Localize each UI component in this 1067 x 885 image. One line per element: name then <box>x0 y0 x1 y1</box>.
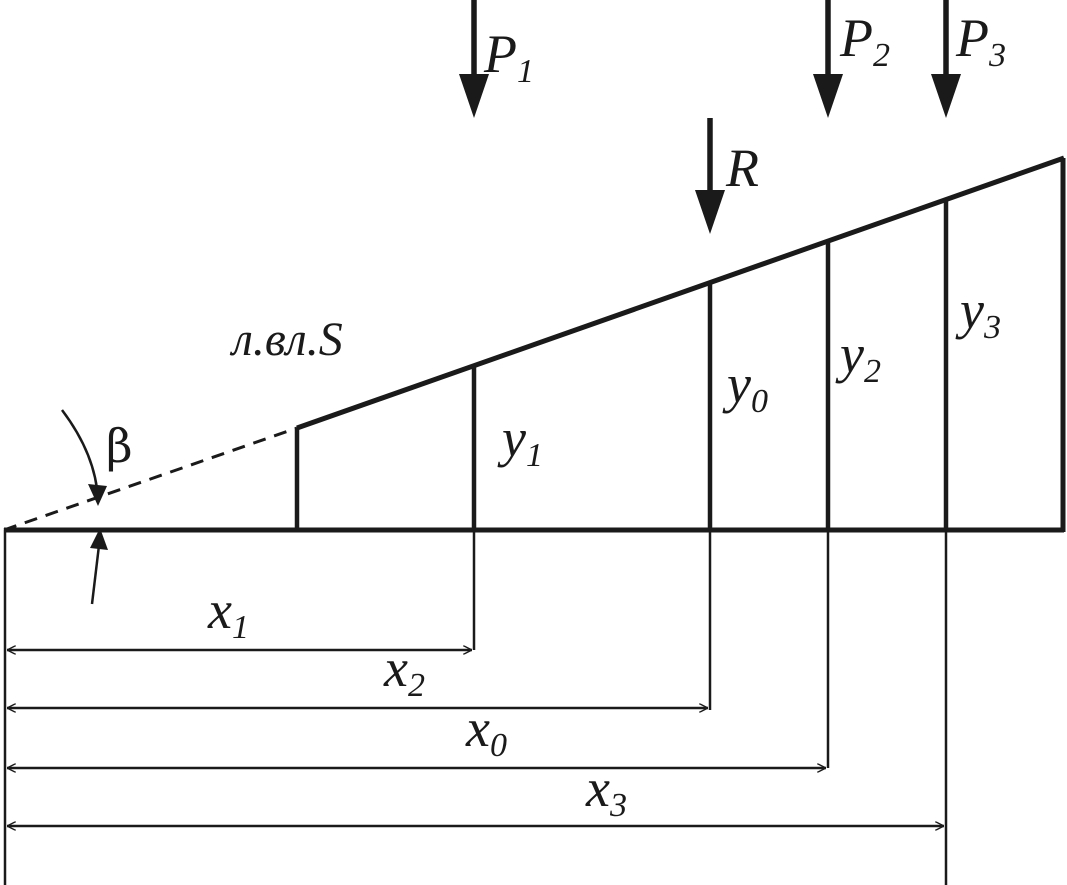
angle-arrow-bottom <box>90 528 108 550</box>
force-label-r: R <box>725 138 759 198</box>
force-label-p2: P2 <box>839 8 890 74</box>
ordinate-label-y3: y3 <box>955 280 1001 346</box>
force-arrow-p2 <box>813 0 843 118</box>
influence-line-solid <box>296 155 1065 431</box>
angle-arrow-top <box>88 484 107 506</box>
ordinate-label-y0: y0 <box>722 354 768 420</box>
force-label-p1: P1 <box>483 24 534 90</box>
force-label-p3: P3 <box>955 8 1006 74</box>
distance-label-x3: x3 <box>585 758 627 824</box>
influence-line-dashed <box>3 426 298 532</box>
force-arrow-r <box>695 118 725 234</box>
ordinate-label-y1: y1 <box>497 408 543 474</box>
distance-label-x1: x1 <box>207 580 249 646</box>
angle-label: β <box>106 419 133 473</box>
influence-line-label: л.вл.S <box>229 313 343 366</box>
force-arrow-p3 <box>931 0 961 118</box>
force-arrow-p1 <box>459 0 489 118</box>
ordinate-label-y2: y2 <box>835 324 881 390</box>
distance-label-x0: x0 <box>465 698 507 764</box>
distance-label-x2: x2 <box>383 638 425 704</box>
